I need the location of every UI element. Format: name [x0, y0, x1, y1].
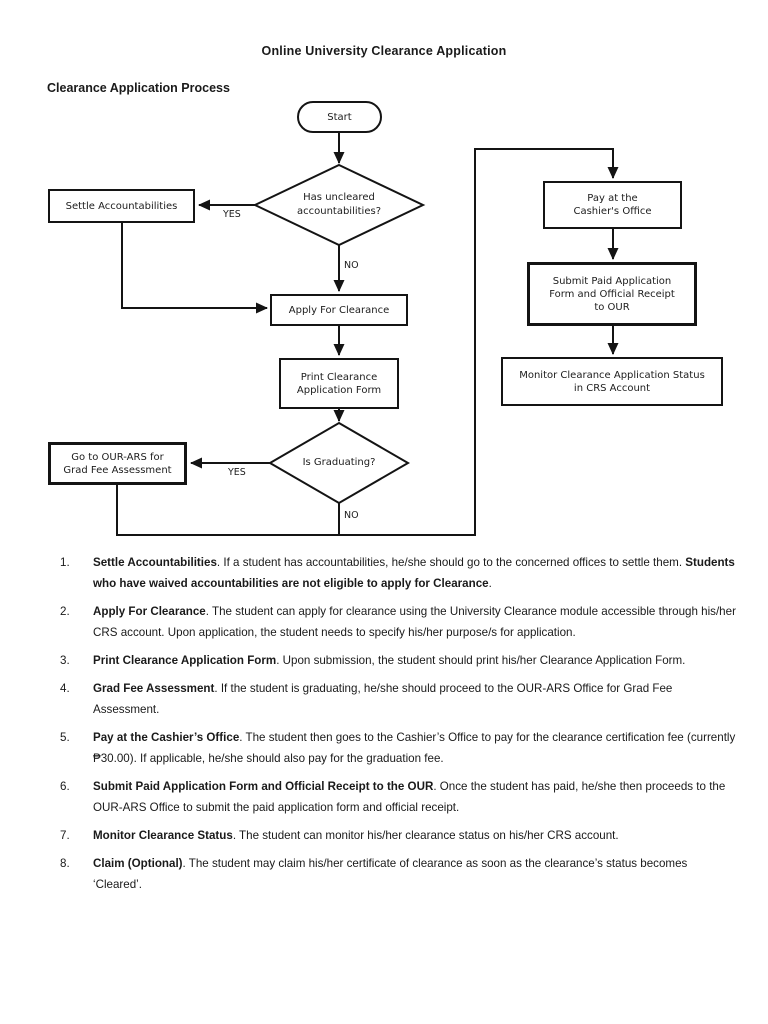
list-item-number: 2.: [60, 605, 70, 618]
decision-graduating-diamond: [268, 421, 410, 505]
edge-settle-to-apply: [121, 222, 268, 314]
list-item: 3. Print Clearance Application Form. Upo…: [60, 650, 738, 671]
list-item: 1. Settle Accountabilities. If a student…: [60, 552, 738, 594]
edge-label-yes-1: YES: [223, 209, 241, 220]
list-item-text: Monitor Clearance Status. The student ca…: [93, 829, 619, 842]
list-item: 5. Pay at the Cashier’s Office. The stud…: [60, 727, 738, 769]
list-item-number: 8.: [60, 857, 70, 870]
list-item-number: 6.: [60, 780, 70, 793]
flow-node-monitor-status: Monitor Clearance Application Status in …: [501, 357, 723, 406]
list-item: 4. Grad Fee Assessment. If the student i…: [60, 678, 738, 720]
flow-node-pay-cashiers-office: Pay at the Cashier's Office: [543, 181, 682, 229]
edge-label-no-1: NO: [344, 260, 359, 271]
flow-node-submit-paid-form: Submit Paid Application Form and Officia…: [527, 262, 697, 326]
edge-label-no-2: NO: [344, 510, 359, 521]
list-item: 8. Claim (Optional). The student may cla…: [60, 853, 738, 895]
page-title: Online University Clearance Application: [261, 44, 507, 58]
list-item-text: Print Clearance Application Form. Upon s…: [93, 654, 686, 667]
flow-node-settle-accountabilities: Settle Accountabilities: [48, 189, 195, 223]
edge-label-yes-2: YES: [228, 467, 246, 478]
decision-accountabilities-diamond: [252, 163, 426, 247]
list-item-number: 3.: [60, 654, 70, 667]
flow-node-go-to-our-ars: Go to OUR-ARS for Grad Fee Assessment: [48, 442, 187, 485]
steps-list: 1. Settle Accountabilities. If a student…: [60, 552, 738, 902]
list-item-number: 1.: [60, 556, 70, 569]
list-item-text: Grad Fee Assessment. If the student is g…: [93, 682, 673, 716]
flow-node-apply-for-clearance: Apply For Clearance: [270, 294, 408, 326]
list-item-number: 4.: [60, 682, 70, 695]
list-item: 2. Apply For Clearance. The student can …: [60, 601, 738, 643]
flowchart-connectors: [116, 132, 619, 536]
flow-decision-graduating-label: Is Graduating?: [302, 457, 376, 468]
list-item-text: Settle Accountabilities. If a student ha…: [93, 556, 735, 590]
list-item-number: 5.: [60, 731, 70, 744]
list-item-text: Claim (Optional). The student may claim …: [93, 857, 688, 891]
list-item-text: Submit Paid Application Form and Officia…: [93, 780, 726, 814]
list-item-text: Pay at the Cashier’s Office. The student…: [93, 731, 736, 765]
edge-feedback-to-pay: [116, 148, 619, 536]
list-item: 7. Monitor Clearance Status. The student…: [60, 825, 738, 846]
flow-node-start: Start: [297, 101, 382, 133]
list-item-text: Apply For Clearance. The student can app…: [93, 605, 736, 639]
list-item-number: 7.: [60, 829, 70, 842]
section-heading: Clearance Application Process: [47, 81, 230, 95]
flow-node-print-application-form: Print Clearance Application Form: [279, 358, 399, 409]
list-item: 6. Submit Paid Application Form and Offi…: [60, 776, 738, 818]
flow-decision-accountabilities-label: Has uncleared accountabilities?: [296, 192, 382, 217]
